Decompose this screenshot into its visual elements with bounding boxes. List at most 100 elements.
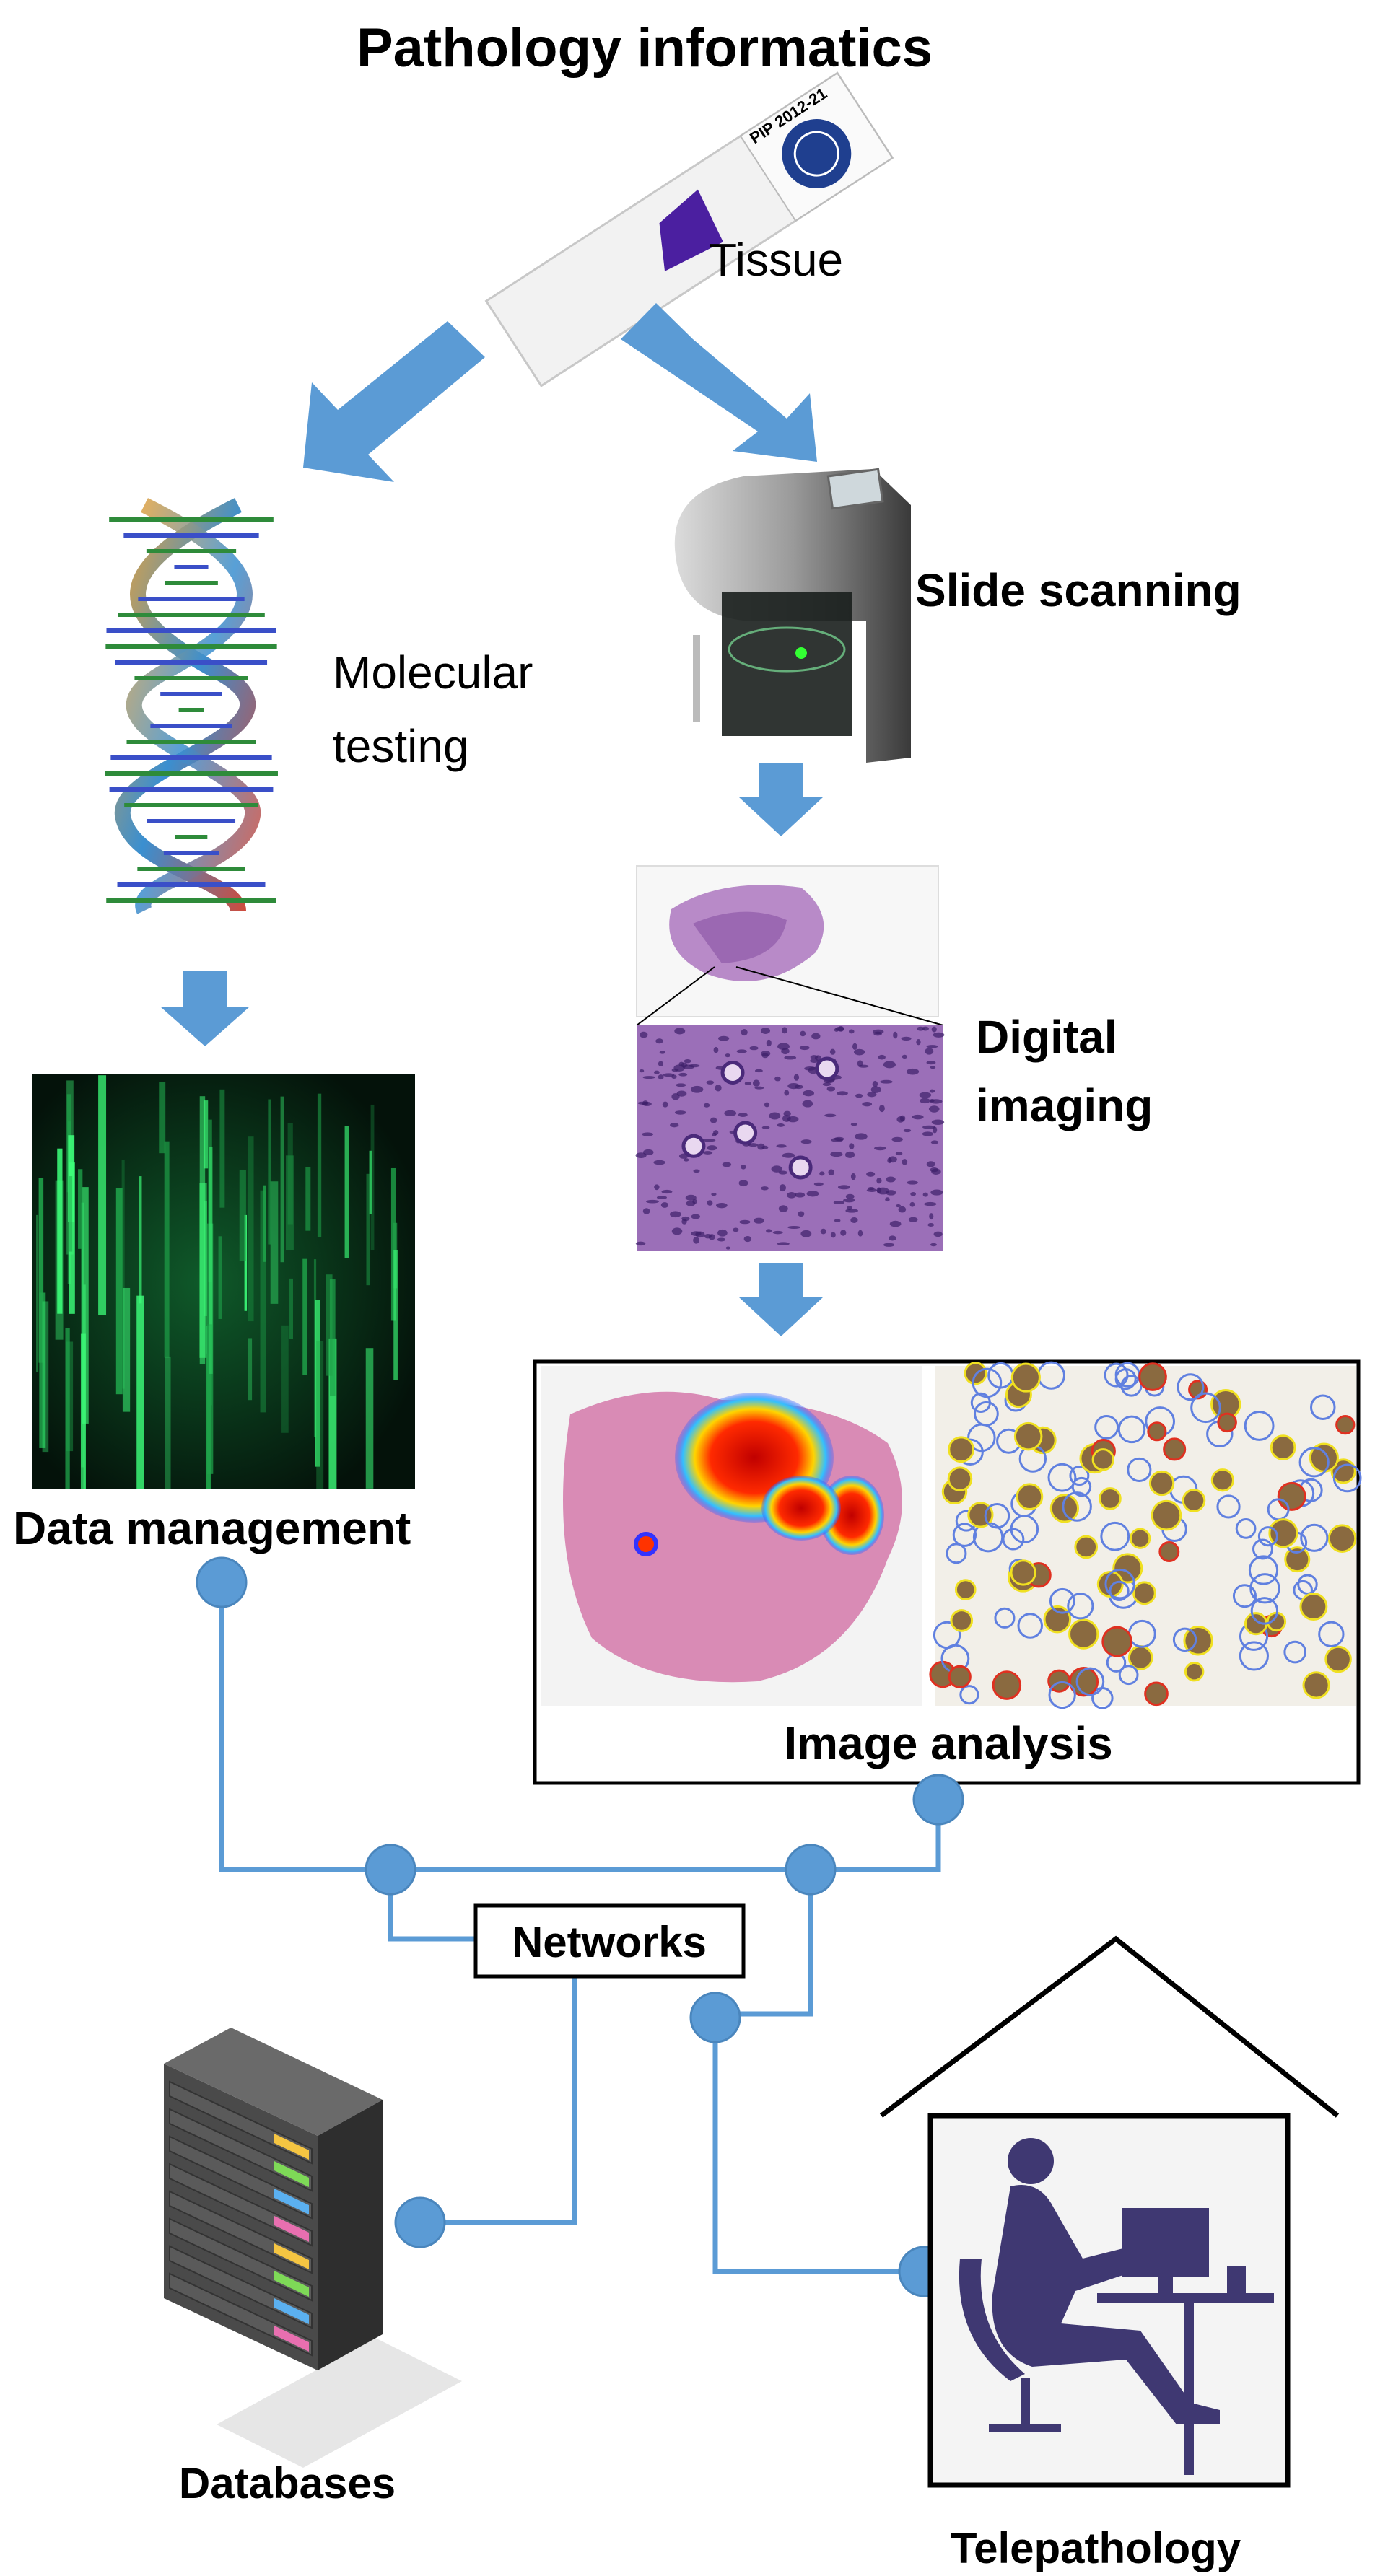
nucleus [743,1235,752,1243]
nucleus [834,1136,844,1142]
nucleus [738,1180,748,1187]
nucleus [922,1131,934,1136]
nucleus [741,1164,746,1170]
nucleus [795,1192,806,1198]
segmented-cell [1284,1546,1311,1573]
digital-imaging-label-line2: imaging [976,1079,1153,1131]
segmented-cell [1257,1526,1278,1547]
nucleus [852,1043,857,1051]
nucleus [757,1143,765,1150]
nucleus [663,1073,675,1077]
nucleus [704,1233,712,1239]
segmented-cell [1129,1528,1151,1549]
nucleus [640,1031,648,1038]
nucleus [819,1171,825,1176]
nucleus [888,1235,896,1241]
segmented-cell [1158,1541,1180,1562]
nucleus [888,1156,897,1163]
segmented-cell [994,1607,1016,1629]
nucleus [829,1048,836,1055]
nucleus [684,1059,691,1064]
nucleus [764,1102,770,1108]
gland [733,1121,758,1145]
nucleus [866,1171,876,1177]
nucleus [778,1205,788,1212]
nucleus [674,1028,686,1035]
nucleus [784,1090,790,1096]
nucleus [722,1162,732,1167]
nucleus [928,1105,940,1113]
network-connectors [219,1582,941,2274]
nucleus [876,1178,882,1184]
nucleus [901,1036,912,1041]
segmented-cell [1332,1463,1362,1493]
nucleus [907,1180,918,1185]
nucleus [776,1144,787,1148]
nucleus [916,1026,925,1031]
code-streak [219,1089,225,1208]
nucleus [845,1193,855,1199]
segmented-cell [1300,1523,1329,1552]
nucleus [782,1152,795,1158]
nucleus [725,1053,730,1058]
code-streak [164,1141,170,1358]
segmented-cell [1216,1494,1241,1519]
nucleus [857,1230,863,1237]
nucleus [926,1161,935,1167]
molecular-label-line1: Molecular [333,647,533,698]
cap-seal-logo [782,119,852,189]
code-streak [305,1166,311,1231]
nucleus [787,1192,797,1199]
segmented-cell [1069,1466,1090,1486]
code-streak [57,1148,63,1314]
segmented-cell [1138,1362,1167,1391]
nucleus [813,1182,824,1186]
nucleus [927,1222,935,1227]
nucleus [930,1066,936,1069]
nucleus [837,1185,850,1190]
nucleus [930,1243,938,1247]
nucleus [874,1146,886,1151]
nucleus [878,1054,886,1060]
code-streak [365,1348,374,1489]
segmented-cell [1013,1421,1043,1451]
nucleus [933,1032,945,1038]
nucleus [733,1227,739,1232]
nucleus [889,1220,902,1227]
segmented-cell [1132,1581,1156,1605]
segmented-cell [1010,1559,1036,1586]
segmented-cell [1049,1494,1080,1523]
nucleus [930,1189,943,1196]
nucleus [691,1214,700,1219]
nucleus [872,1080,878,1087]
nucleus [761,1186,769,1191]
code-streak [115,1188,123,1395]
nucleus [858,1064,869,1068]
nucleus [886,1176,896,1183]
magnified-tissue-image [635,966,945,1251]
nucleus [855,1093,863,1098]
nucleus [820,1228,826,1235]
nucleus [782,1115,791,1122]
nucleus [850,1217,858,1223]
segmented-cell [947,1466,973,1491]
nucleus [692,1199,697,1204]
code-streak [78,1169,83,1249]
tissue-section [659,189,723,271]
segmented-cell [1299,1593,1328,1621]
nucleus [800,1139,812,1144]
nucleus [895,1204,902,1208]
code-streak [209,1147,213,1374]
nucleus [867,1092,877,1098]
node-junction-right [785,1844,837,1896]
nucleus [870,1086,881,1093]
arrow-to-scanner [621,303,817,462]
segmented-cell [946,1543,967,1564]
segmented-cell [992,1670,1022,1700]
code-streak [302,1258,307,1375]
nucleus [769,1112,781,1120]
segmented-cell [1335,1414,1356,1435]
nucleus [880,1079,893,1084]
code-streak [82,1187,89,1424]
nucleus [929,1089,935,1093]
